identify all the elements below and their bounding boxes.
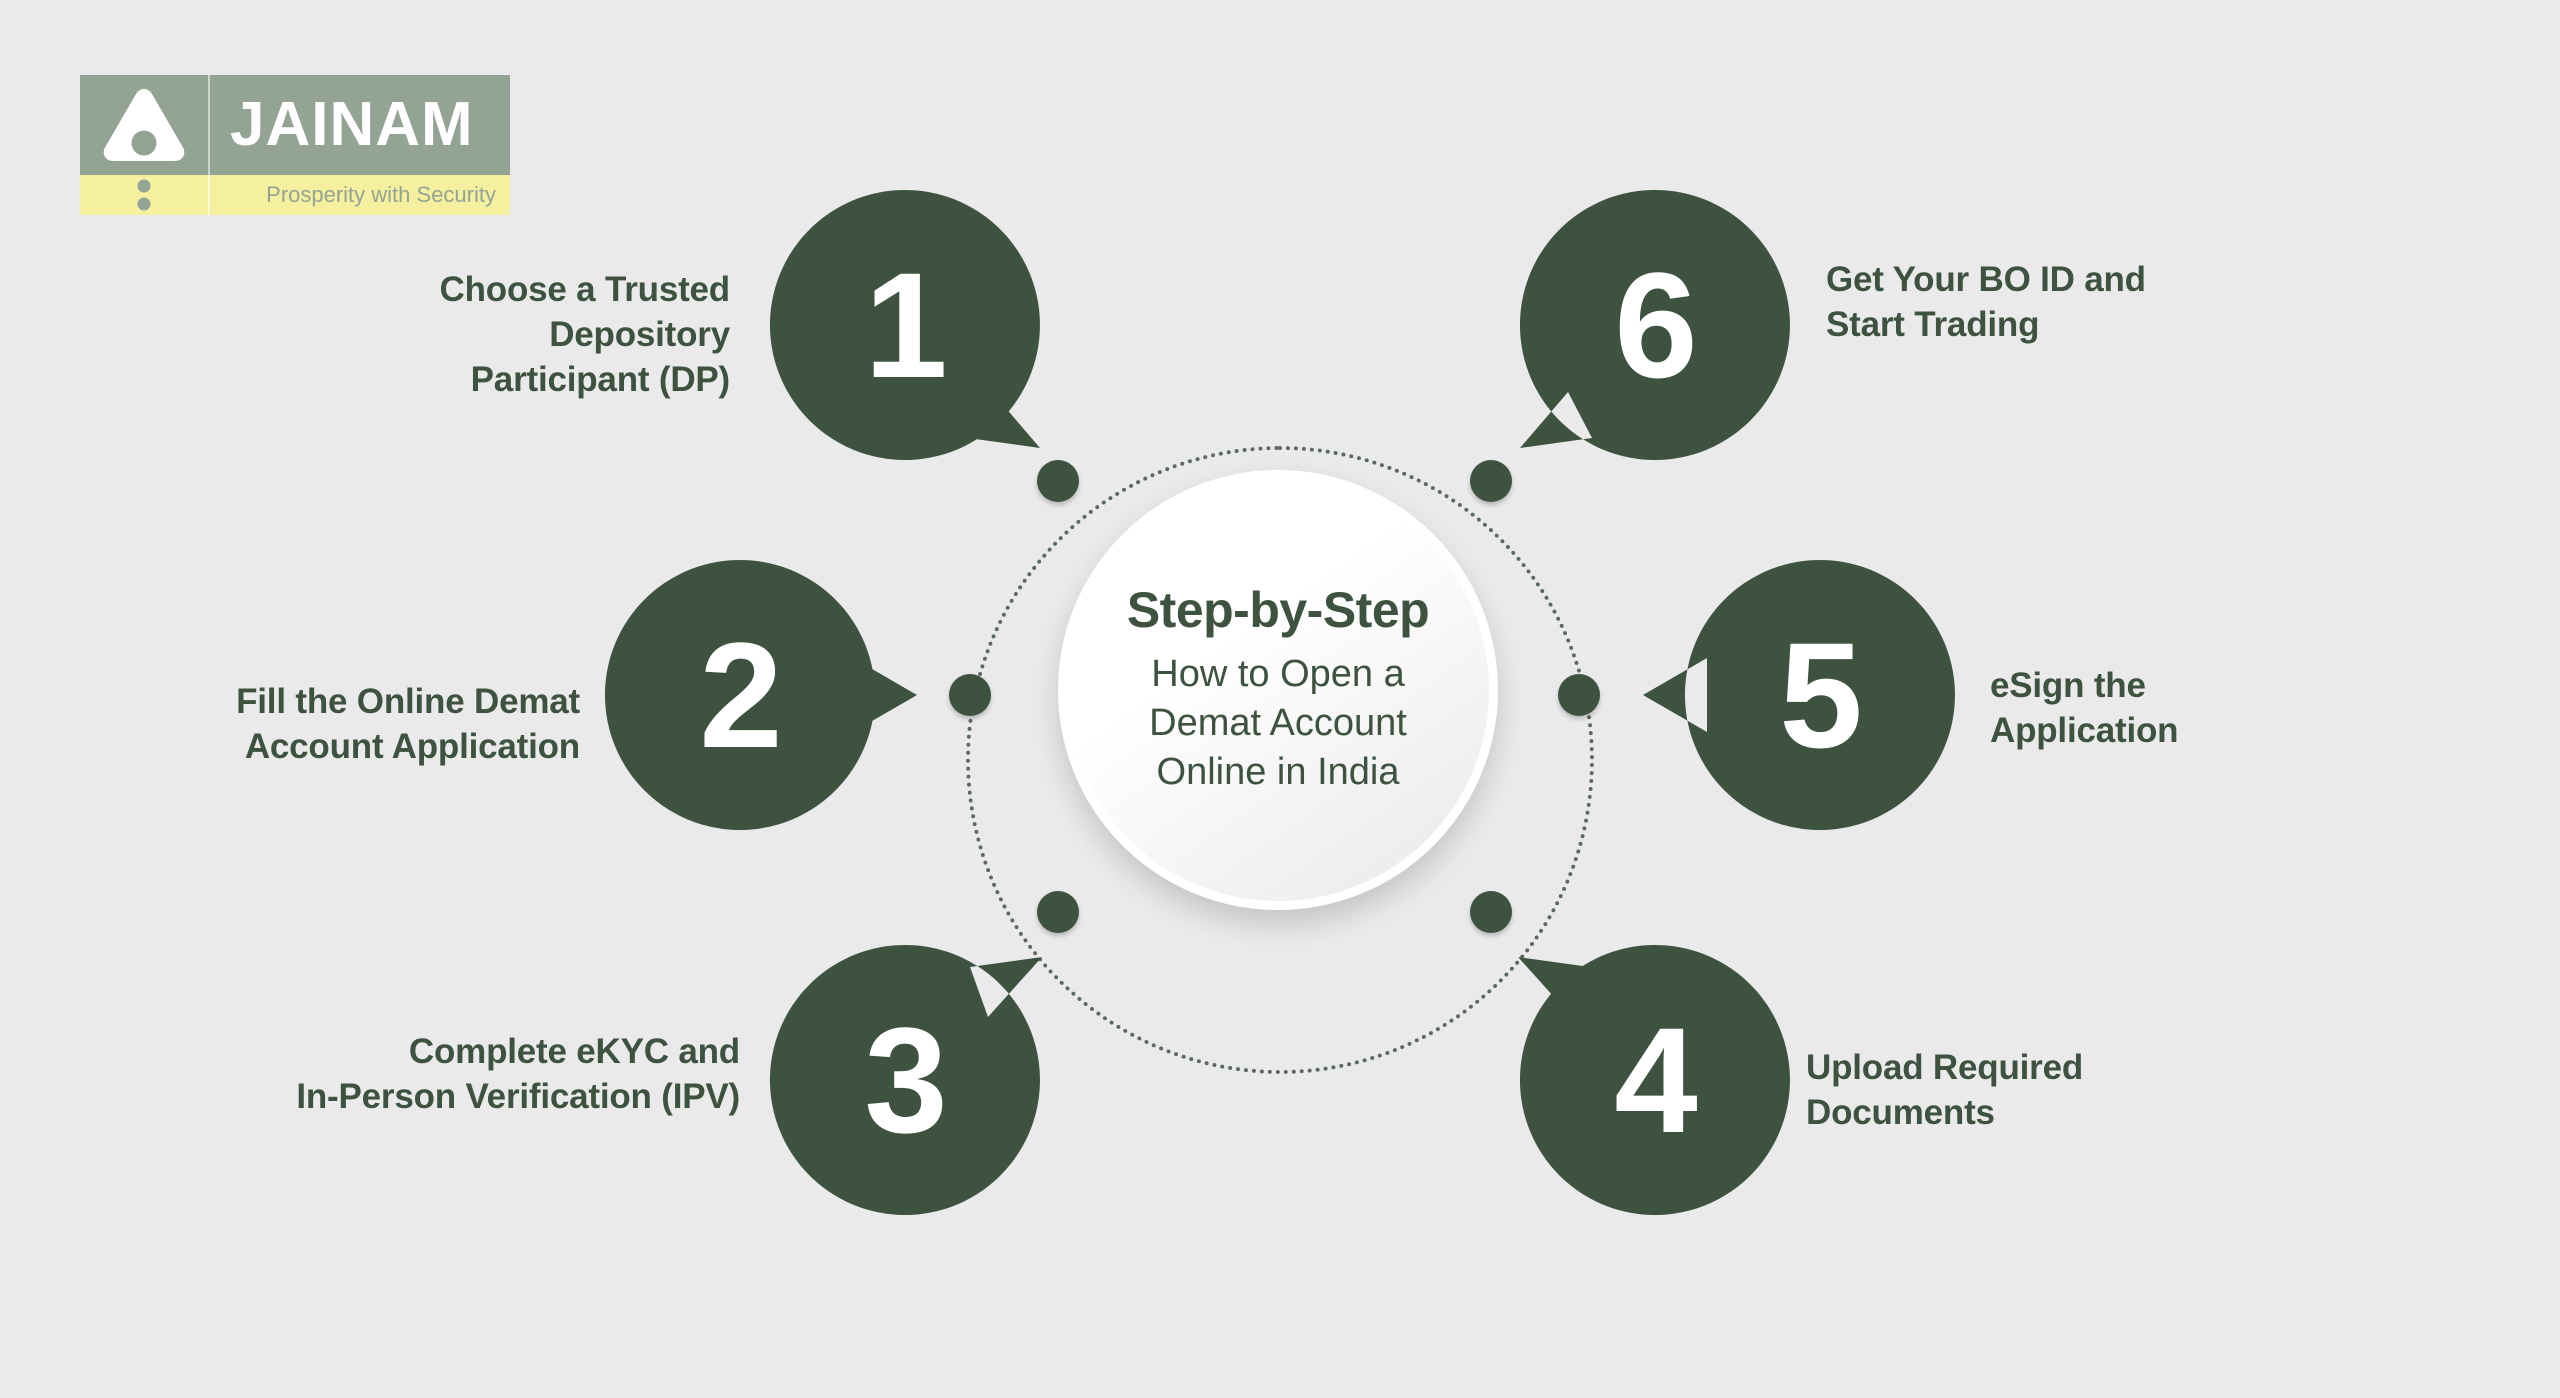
logo-top-band: JAINAM [80, 75, 510, 175]
step-label-line: Participant (DP) [470, 359, 731, 399]
logo-dots-column [80, 175, 208, 215]
step-bubble-6[interactable]: 6 [1519, 190, 1790, 460]
step-bubble-3[interactable]: 3 [769, 945, 1042, 1215]
logo-tagline-column: Prosperity with Security [208, 175, 510, 215]
step-label-line: Fill the Online Demat [236, 682, 580, 721]
step-number-2: 2 [699, 611, 782, 779]
step-label-line: Account Application [244, 726, 580, 766]
step-label-line: Application [1990, 710, 2179, 750]
connector-dot-step-6 [1470, 460, 1512, 502]
triangle-logo-icon [103, 89, 185, 161]
step-label-line: eSign the [1990, 666, 2146, 705]
step-bubble-2[interactable]: 2 [604, 560, 917, 830]
logo-dots-icon [137, 179, 151, 211]
center-subtitle-line: Online in India [1156, 750, 1400, 793]
step-bubble-4[interactable]: 4 [1518, 945, 1790, 1215]
step-label-line: Get Your BO ID and [1826, 260, 2146, 299]
speech-bubble-shape-5 [1643, 560, 1955, 830]
step-number-4: 4 [1614, 996, 1697, 1164]
step-label-5: eSign the Application [1990, 664, 2390, 754]
step-label-4: Upload Required Documents [1806, 1046, 2226, 1136]
logo-bottom-band: Prosperity with Security [80, 175, 510, 215]
step-label-line: Depository [549, 314, 730, 354]
logo-mark-column [80, 75, 208, 175]
logo-wordmark: JAINAM [230, 90, 474, 159]
logo-dot-upper [137, 179, 151, 193]
connector-dot-step-4 [1470, 891, 1512, 933]
center-subtitle-line: Demat Account [1149, 701, 1407, 744]
step-label-6: Get Your BO ID and Start Trading [1826, 258, 2296, 348]
step-number-3: 3 [864, 996, 947, 1164]
step-label-line: Start Trading [1826, 304, 2040, 344]
speech-bubble-shape-2 [604, 560, 917, 830]
step-label-line: Choose a Trusted [439, 270, 731, 309]
step-label-line: Documents [1806, 1092, 1995, 1132]
speech-bubble-shape-6 [1519, 190, 1790, 460]
step-number-1: 1 [864, 241, 947, 409]
step-label-line: In-Person Verification (IPV) [296, 1076, 740, 1116]
logo-divider-lower [208, 175, 210, 215]
logo-tagline: Prosperity with Security [266, 182, 496, 207]
speech-bubble-shape-3 [769, 945, 1042, 1215]
logo-word-column: JAINAM [208, 75, 510, 175]
speech-bubble-shape-4 [1518, 945, 1790, 1215]
connector-dot-step-2 [949, 674, 991, 716]
connector-dot-step-5 [1558, 674, 1600, 716]
step-number-5: 5 [1779, 611, 1862, 779]
step-bubble-5[interactable]: 5 [1643, 560, 1955, 830]
step-label-line: Upload Required [1806, 1048, 2084, 1087]
speech-bubble-shape-1 [769, 190, 1040, 460]
brand-logo: JAINAM Prosperity with Security [80, 75, 510, 215]
connector-dot-step-1 [1037, 460, 1079, 502]
step-label-1: Choose a Trusted Depository Participant … [300, 268, 731, 402]
step-number-6: 6 [1614, 241, 1697, 409]
center-subtitle: How to Open a Demat Account Online in In… [1149, 650, 1407, 796]
dotted-orbit-ring [966, 446, 1594, 1074]
logo-divider [208, 75, 210, 175]
logo-dot-lower [137, 197, 151, 211]
step-label-3: Complete eKYC and In-Person Verification… [130, 1030, 740, 1120]
page-title: Step-by-Step [1126, 581, 1430, 638]
connector-dot-step-3 [1037, 891, 1079, 933]
step-label-line: Complete eKYC and [408, 1032, 740, 1071]
center-subtitle-line: How to Open a [1151, 653, 1405, 696]
center-hub: Step-by-Step How to Open a Demat Account… [1058, 470, 1498, 910]
step-bubble-1[interactable]: 1 [769, 190, 1040, 460]
step-label-2: Fill the Online Demat Account Applicatio… [110, 680, 580, 770]
